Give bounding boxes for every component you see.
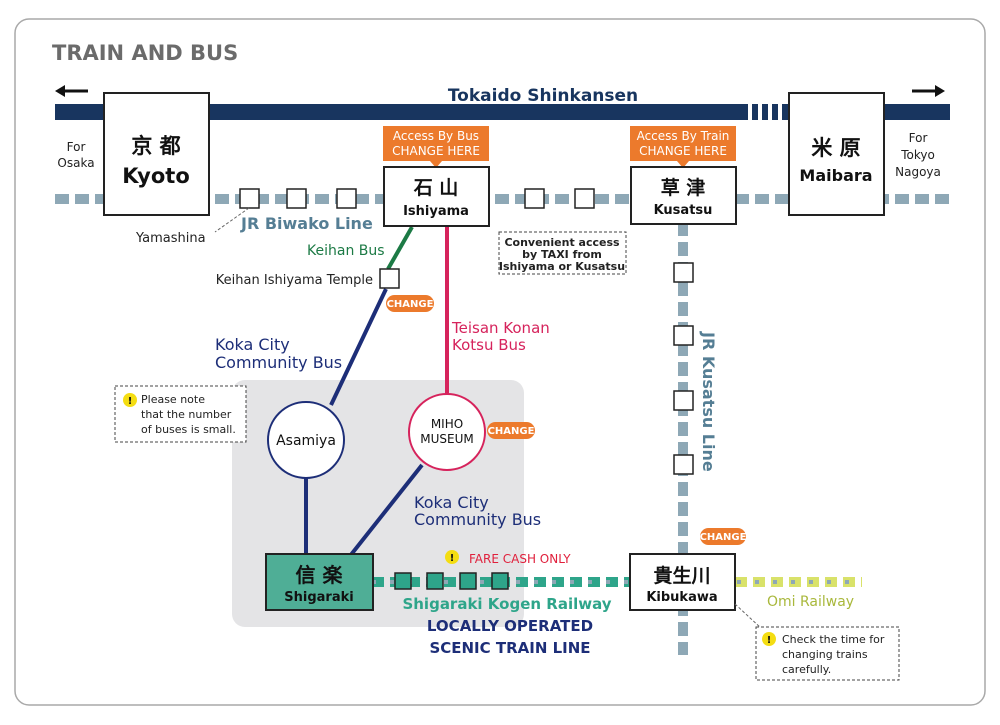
svg-text:CHANGE HERE: CHANGE HERE	[639, 144, 727, 158]
svg-text:MIHO: MIHO	[431, 417, 463, 431]
buses-note: ! Please note that the number of buses i…	[114, 385, 247, 443]
yamashina-label: Yamashina	[135, 231, 206, 246]
stop-miho-museum: MIHO MUSEUM	[408, 393, 486, 471]
station-shigaraki: 信 楽 Shigaraki	[265, 553, 374, 611]
koka-bus-label1-line2: Community Bus	[215, 353, 342, 372]
svg-text:Shigaraki: Shigaraki	[284, 590, 353, 605]
teisan-label-line2: Kotsu Bus	[452, 336, 526, 354]
west-direction-line1: For	[67, 140, 86, 154]
svg-text:!: !	[767, 635, 772, 646]
svg-text:of buses is small.: of buses is small.	[141, 423, 236, 436]
arrow-left-icon	[55, 85, 88, 97]
shinkansen-label: Tokaido Shinkansen	[448, 86, 638, 106]
station-maibara: 米 原 Maibara	[788, 92, 885, 216]
station-kusatsu: 草 津 Kusatsu	[630, 166, 737, 225]
svg-text:carefully.: carefully.	[782, 663, 831, 676]
kusatsu-stops	[673, 262, 694, 475]
svg-text:信 楽: 信 楽	[296, 563, 344, 587]
svg-text:Kusatsu: Kusatsu	[654, 203, 713, 218]
shinkansen-dashes	[748, 104, 782, 120]
taxi-note: Convenient access by TAXI from Ishiyama …	[498, 231, 627, 275]
biwako-stops	[239, 188, 595, 209]
svg-text:by TAXI from: by TAXI from	[522, 248, 602, 261]
svg-text:Asamiya: Asamiya	[276, 433, 336, 449]
svg-text:that the number: that the number	[141, 408, 232, 421]
svg-text:!: !	[450, 553, 455, 564]
west-direction-line2: Osaka	[57, 156, 94, 170]
svg-text:!: !	[128, 396, 133, 407]
svg-text:MUSEUM: MUSEUM	[420, 432, 473, 446]
scenic-line-label2: SCENIC TRAIN LINE	[429, 639, 590, 657]
shigaraki-railway-label: Shigaraki Kogen Railway	[402, 595, 611, 613]
svg-text:Convenient access: Convenient access	[504, 236, 620, 249]
stop-asamiya: Asamiya	[267, 401, 345, 479]
keihan-bus-line	[386, 226, 414, 270]
check-note: ! Check the time for changing trains car…	[755, 626, 900, 681]
keihan-temple-label: Keihan Ishiyama Temple	[216, 273, 373, 288]
fare-note: ! FARE CASH ONLY	[445, 550, 571, 566]
svg-text:Ishiyama: Ishiyama	[403, 204, 469, 219]
koka-bus-label2-line1: Koka City	[414, 493, 489, 512]
svg-text:CHANGE HERE: CHANGE HERE	[392, 144, 480, 158]
kusatsu-line-label: JR Kusatsu Line	[699, 331, 718, 472]
change-badge-kibukawa: CHANGE	[700, 528, 747, 545]
svg-text:Access By Bus: Access By Bus	[393, 129, 479, 143]
svg-text:Kibukawa: Kibukawa	[646, 590, 717, 605]
svg-text:CHANGE: CHANGE	[387, 299, 434, 310]
svg-text:米 原: 米 原	[811, 136, 860, 160]
shinkansen-line	[55, 104, 950, 120]
change-badge-miho: CHANGE	[487, 422, 535, 439]
svg-text:京 都: 京 都	[131, 134, 180, 158]
arrow-right-icon	[912, 85, 945, 97]
svg-text:Kyoto: Kyoto	[122, 164, 190, 188]
station-ishiyama: 石 山 Ishiyama	[383, 166, 490, 227]
shigaraki-stops	[394, 572, 509, 590]
svg-text:石 山: 石 山	[413, 177, 459, 199]
koka-bus-line-1	[329, 288, 388, 406]
koka-bus-line-3	[348, 463, 424, 558]
svg-text:Check the time for: Check the time for	[782, 633, 885, 646]
page-title: TRAIN AND BUS	[52, 41, 238, 65]
keihan-bus-label: Keihan Bus	[307, 243, 385, 259]
svg-text:草 津: 草 津	[661, 176, 706, 199]
east-direction-line2: Tokyo	[900, 148, 935, 162]
change-badge-keihan: CHANGE	[386, 295, 434, 312]
svg-text:changing trains: changing trains	[782, 648, 868, 661]
keihan-temple-stop	[379, 268, 400, 289]
koka-bus-label2-line2: Community Bus	[414, 510, 541, 529]
station-kibukawa: 貴生川 Kibukawa	[629, 553, 736, 611]
callout-train: Access By Train CHANGE HERE	[630, 126, 736, 168]
scenic-line-label1: LOCALLY OPERATED	[427, 617, 593, 635]
east-direction-line3: Nagoya	[895, 165, 941, 179]
svg-text:CHANGE: CHANGE	[700, 532, 747, 543]
biwako-line-label: JR Biwako Line	[240, 214, 373, 233]
svg-text:Ishiyama or Kusatsu: Ishiyama or Kusatsu	[499, 260, 625, 273]
svg-text:Maibara: Maibara	[799, 166, 872, 185]
svg-text:Please note: Please note	[141, 393, 205, 406]
east-direction-line1: For	[909, 131, 928, 145]
omi-railway-label: Omi Railway	[767, 594, 854, 610]
svg-text:Access By Train: Access By Train	[637, 129, 730, 143]
callout-bus: Access By Bus CHANGE HERE	[383, 126, 489, 168]
koka-bus-label1-line1: Koka City	[215, 335, 290, 354]
warning-icon: !	[445, 550, 459, 564]
warning-icon: !	[123, 393, 137, 407]
svg-text:貴生川: 貴生川	[653, 564, 710, 587]
teisan-label-line1: Teisan Konan	[451, 319, 550, 337]
svg-text:CHANGE: CHANGE	[488, 426, 535, 437]
warning-icon: !	[762, 632, 776, 646]
svg-text:FARE CASH ONLY: FARE CASH ONLY	[469, 552, 571, 566]
station-kyoto: 京 都 Kyoto	[103, 92, 210, 216]
